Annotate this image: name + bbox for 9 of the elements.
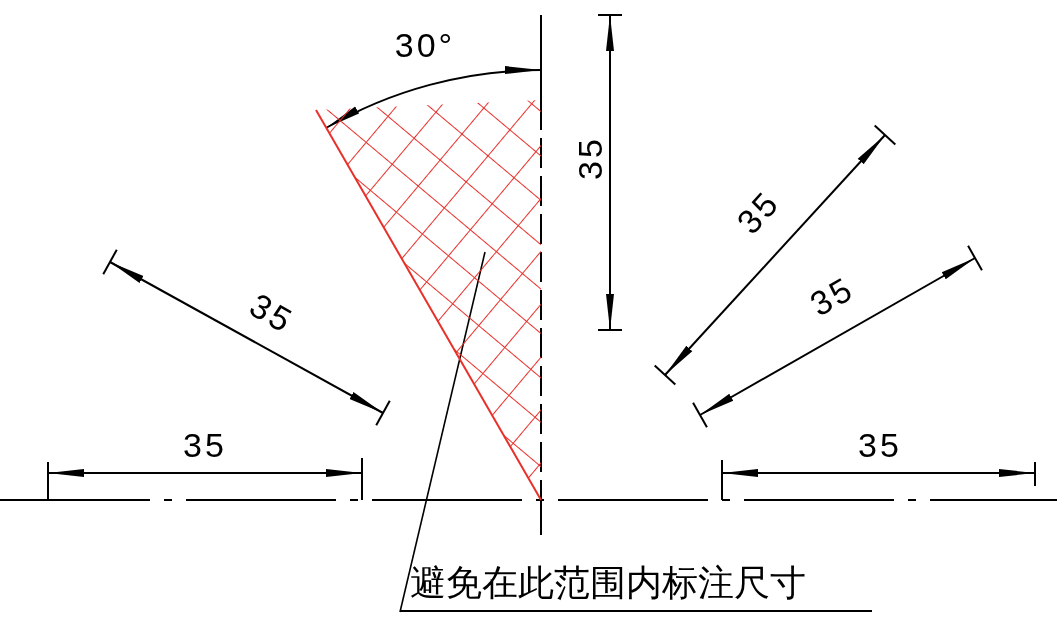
dimension-value: 35 — [573, 136, 607, 180]
dimension-value: 35 — [858, 428, 902, 462]
angle-value: 30° — [394, 28, 456, 62]
note-label: 避免在此范围内标注尺寸 — [400, 558, 872, 612]
hatched-region — [314, 98, 543, 502]
dimension-value: 35 — [804, 270, 860, 322]
dimension-value: 35 — [730, 184, 786, 240]
dimension-value: 35 — [183, 428, 227, 462]
dimension-value: 35 — [244, 287, 300, 339]
